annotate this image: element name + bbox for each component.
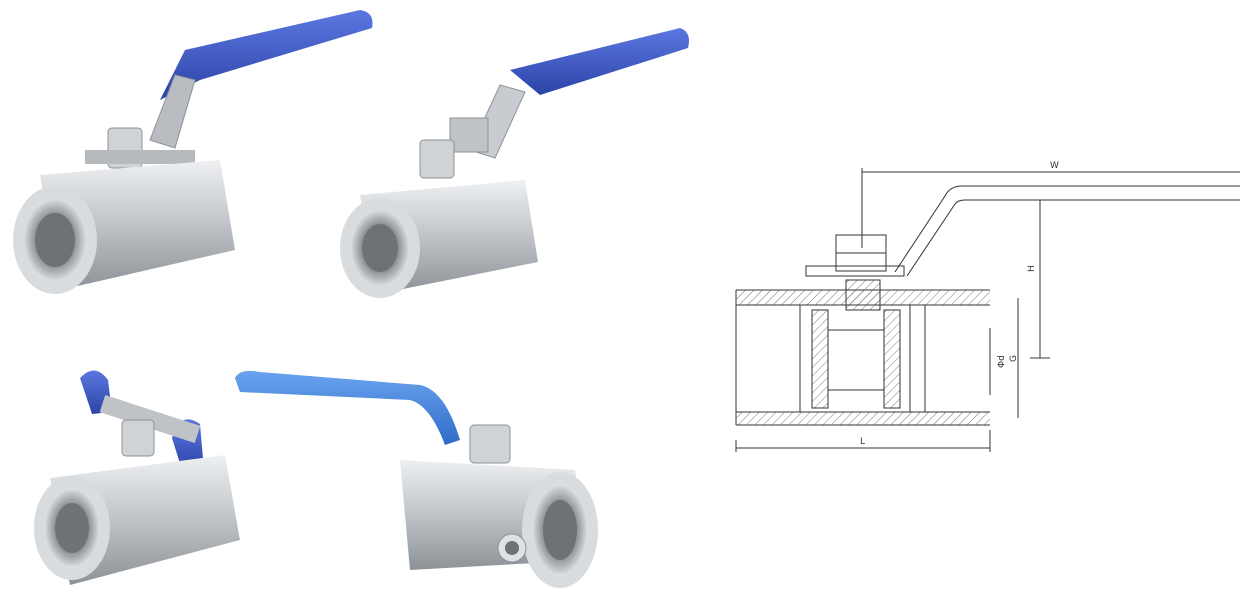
- dim-thread-label: G: [1009, 355, 1019, 362]
- valve-top-left: [13, 10, 373, 294]
- dim-bore-label: Φd: [997, 355, 1007, 368]
- valve-top-right: [340, 28, 689, 298]
- dim-height-label: H: [1027, 265, 1037, 272]
- dim-length-label: L: [860, 437, 865, 447]
- lever-handle: [510, 28, 689, 95]
- technical-drawing: W H Φd G L: [735, 161, 1240, 452]
- valve-bottom-left: [34, 370, 240, 585]
- dim-width-label: W: [1050, 161, 1059, 171]
- lever-handle: [160, 10, 373, 100]
- lever-handle: [235, 370, 460, 445]
- valve-bottom-right: [235, 370, 598, 588]
